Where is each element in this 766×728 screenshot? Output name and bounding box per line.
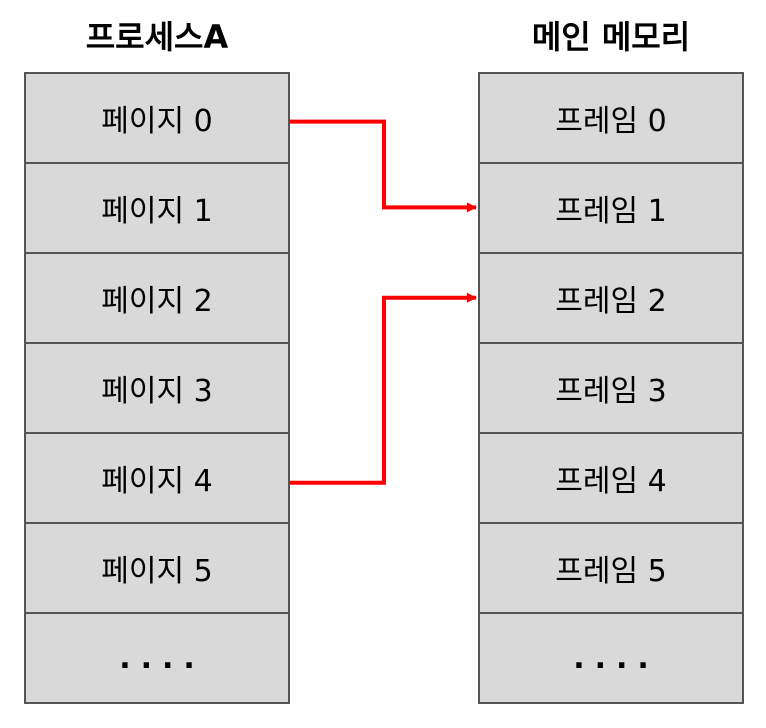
memory-title: 메인 메모리 — [531, 18, 691, 56]
page-cell-2: 페이지 2 — [26, 254, 288, 344]
frame-cell-0: 프레임 0 — [480, 74, 742, 164]
mapping-arrow-page-0-to-frame-1 — [290, 119, 477, 213]
frame-cell-1: 프레임 1 — [480, 164, 742, 254]
page-cell-5: 페이지 5 — [26, 524, 288, 614]
process-title: 프로세스A — [85, 18, 229, 56]
mapping-arrow-page-4-to-frame-2 — [290, 292, 477, 485]
page-cell-3: 페이지 3 — [26, 344, 288, 434]
frame-cell-5: 프레임 5 — [480, 524, 742, 614]
frame-cell-2: 프레임 2 — [480, 254, 742, 344]
arrow-group — [290, 119, 477, 485]
page-cell-4: 페이지 4 — [26, 434, 288, 524]
page-cell-1: 페이지 1 — [26, 164, 288, 254]
process-page-table: 페이지 0 페이지 1 페이지 2 페이지 3 페이지 4 페이지 5 .... — [24, 72, 290, 704]
frame-cell-ellipsis: .... — [573, 640, 659, 676]
frame-cell-3: 프레임 3 — [480, 344, 742, 434]
page-cell-ellipsis: .... — [119, 640, 205, 676]
page-cell-0: 페이지 0 — [26, 74, 288, 164]
memory-frame-table: 프레임 0 프레임 1 프레임 2 프레임 3 프레임 4 프레임 5 .... — [478, 72, 744, 704]
frame-cell-4: 프레임 4 — [480, 434, 742, 524]
